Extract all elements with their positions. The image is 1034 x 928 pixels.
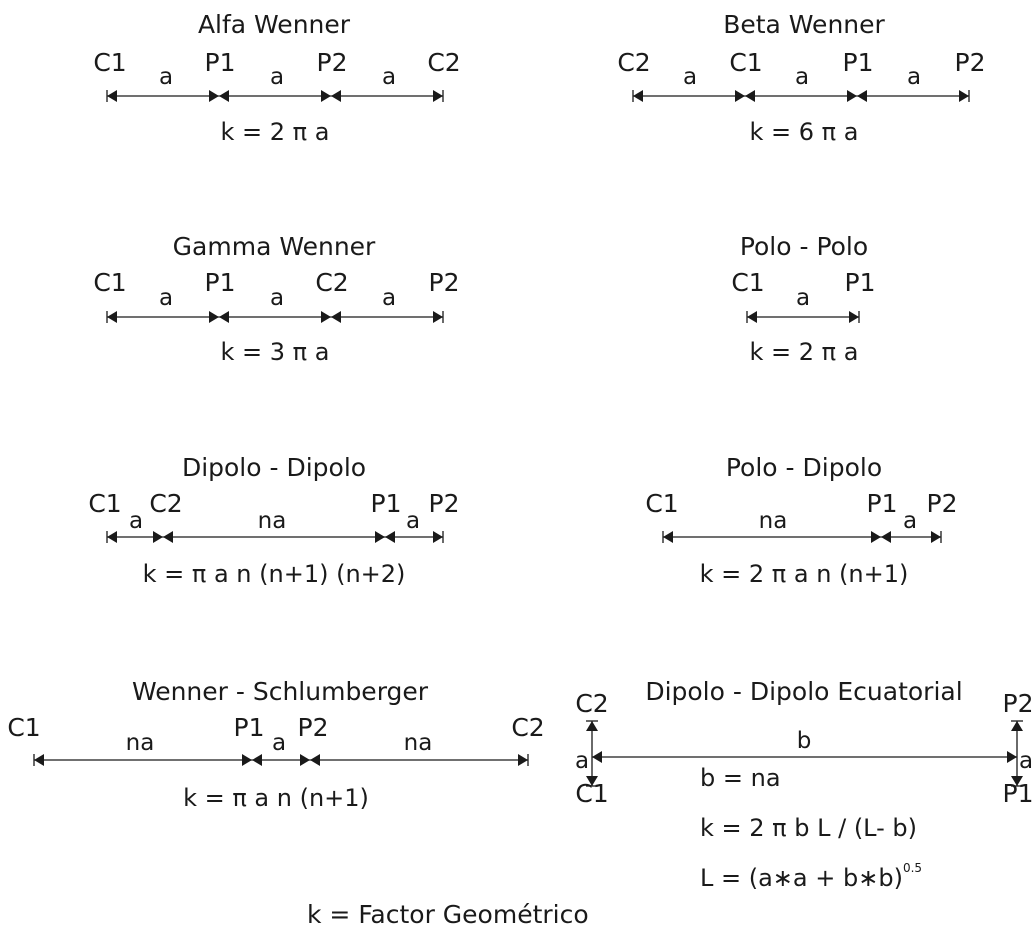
ecuatorial-formula-k: k = 2 π b L / (L- b)	[700, 814, 917, 842]
ecuatorial-title: Dipolo - Dipolo Ecuatorial	[645, 677, 962, 706]
dipolo-segment-1: a	[129, 508, 143, 534]
gamma-electrode-p1: P1	[205, 268, 236, 297]
alfa-electrode-p1: P1	[205, 48, 236, 77]
alfa-segment-2: a	[270, 64, 284, 90]
gamma-electrode-p2: P2	[429, 268, 460, 297]
polo-dipolo-arrowheads	[663, 531, 941, 543]
gamma-wenner-title: Gamma Wenner	[173, 232, 376, 261]
polo-dipolo-segment-1: na	[759, 508, 788, 534]
dipolo-electrode-p1: P1	[371, 489, 402, 518]
ws-electrode-c1: C1	[7, 713, 40, 742]
ws-electrode-c2: C2	[511, 713, 544, 742]
polo-polo-electrode-c1: C1	[731, 268, 764, 297]
beta-segment-3: a	[907, 64, 921, 90]
beta-wenner-title: Beta Wenner	[723, 10, 885, 39]
gamma-wenner-array: Gamma Wenner C1 P1 C2 P2 a a a k = 3 π a	[93, 232, 459, 366]
footnote-legend: k = Factor Geométrico	[307, 900, 589, 928]
ws-electrode-p2: P2	[298, 713, 329, 742]
beta-segment-2: a	[795, 64, 809, 90]
beta-electrode-p1: P1	[843, 48, 874, 77]
wenner-schlumberger-title: Wenner - Schlumberger	[132, 677, 429, 706]
polo-dipolo-segment-2: a	[903, 508, 917, 534]
alfa-electrode-c2: C2	[427, 48, 460, 77]
polo-polo-segment: a	[796, 285, 810, 311]
gamma-segment-3: a	[382, 285, 396, 311]
alfa-wenner-array: Alfa Wenner C1 P1 P2 C2 a a a k = 2 π a	[93, 10, 460, 146]
polo-polo-array: Polo - Polo C1 P1 a k = 2 π a	[731, 232, 875, 366]
gamma-electrode-c1: C1	[93, 268, 126, 297]
alfa-segment-3: a	[382, 64, 396, 90]
ecuatorial-formula-l: L = (a∗a + b∗b)0.5	[700, 861, 922, 892]
dipolo-arrowheads	[107, 531, 443, 543]
ecuatorial-span-label: b	[797, 728, 812, 754]
alfa-electrode-p2: P2	[317, 48, 348, 77]
gamma-segment-1: a	[159, 285, 173, 311]
gamma-wenner-formula: k = 3 π a	[221, 338, 330, 366]
ecuatorial-left-segment: a	[575, 748, 589, 774]
beta-wenner-formula: k = 6 π a	[750, 118, 859, 146]
alfa-segment-1: a	[159, 64, 173, 90]
alfa-wenner-title: Alfa Wenner	[198, 10, 351, 39]
polo-dipolo-electrode-c1: C1	[645, 489, 678, 518]
dipolo-dipolo-array: Dipolo - Dipolo C1 C2 P1 P2 a na a k = π…	[88, 453, 459, 588]
polo-dipolo-title: Polo - Dipolo	[726, 453, 882, 482]
dipolo-electrode-p2: P2	[429, 489, 460, 518]
polo-polo-title: Polo - Polo	[740, 232, 868, 261]
polo-dipolo-electrode-p1: P1	[867, 489, 898, 518]
dipolo-electrode-c2: C2	[149, 489, 182, 518]
gamma-electrode-c2: C2	[315, 268, 348, 297]
wenner-schlumberger-formula: k = π a n (n+1)	[183, 784, 369, 812]
ws-segment-2: a	[272, 730, 286, 756]
ecuatorial-exponent: 0.5	[903, 861, 922, 875]
ecuatorial-electrode-p2: P2	[1003, 689, 1034, 718]
ws-segment-1: na	[126, 730, 155, 756]
dipolo-dipolo-title: Dipolo - Dipolo	[182, 453, 366, 482]
beta-electrode-p2: P2	[955, 48, 986, 77]
dipolo-dipolo-formula: k = π a n (n+1) (n+2)	[143, 560, 406, 588]
dipolo-electrode-c1: C1	[88, 489, 121, 518]
alfa-electrode-c1: C1	[93, 48, 126, 77]
polo-dipolo-electrode-p2: P2	[927, 489, 958, 518]
beta-wenner-array: Beta Wenner C2 C1 P1 P2 a a a k = 6 π a	[617, 10, 985, 146]
polo-dipolo-array: Polo - Dipolo C1 P1 P2 na a k = 2 π a n …	[645, 453, 957, 588]
dipolo-segment-3: a	[406, 508, 420, 534]
polo-polo-electrode-p1: P1	[845, 268, 876, 297]
ws-segment-3: na	[404, 730, 433, 756]
ecuatorial-electrode-c2: C2	[575, 689, 608, 718]
alfa-wenner-formula: k = 2 π a	[221, 118, 330, 146]
ws-electrode-p1: P1	[234, 713, 265, 742]
beta-electrode-c1: C1	[729, 48, 762, 77]
dipolo-ecuatorial-array: Dipolo - Dipolo Ecuatorial C2 C1 a P2 P1…	[575, 677, 1034, 892]
gamma-segment-2: a	[270, 285, 284, 311]
ecuatorial-formula-b: b = na	[700, 764, 781, 792]
beta-segment-1: a	[683, 64, 697, 90]
polo-polo-formula: k = 2 π a	[750, 338, 859, 366]
wenner-schlumberger-array: Wenner - Schlumberger C1 P1 P2 C2 na a n…	[7, 677, 544, 812]
dipolo-segment-2: na	[258, 508, 287, 534]
polo-dipolo-formula: k = 2 π a n (n+1)	[700, 560, 909, 588]
ecuatorial-right-segment: a	[1019, 748, 1033, 774]
beta-electrode-c2: C2	[617, 48, 650, 77]
